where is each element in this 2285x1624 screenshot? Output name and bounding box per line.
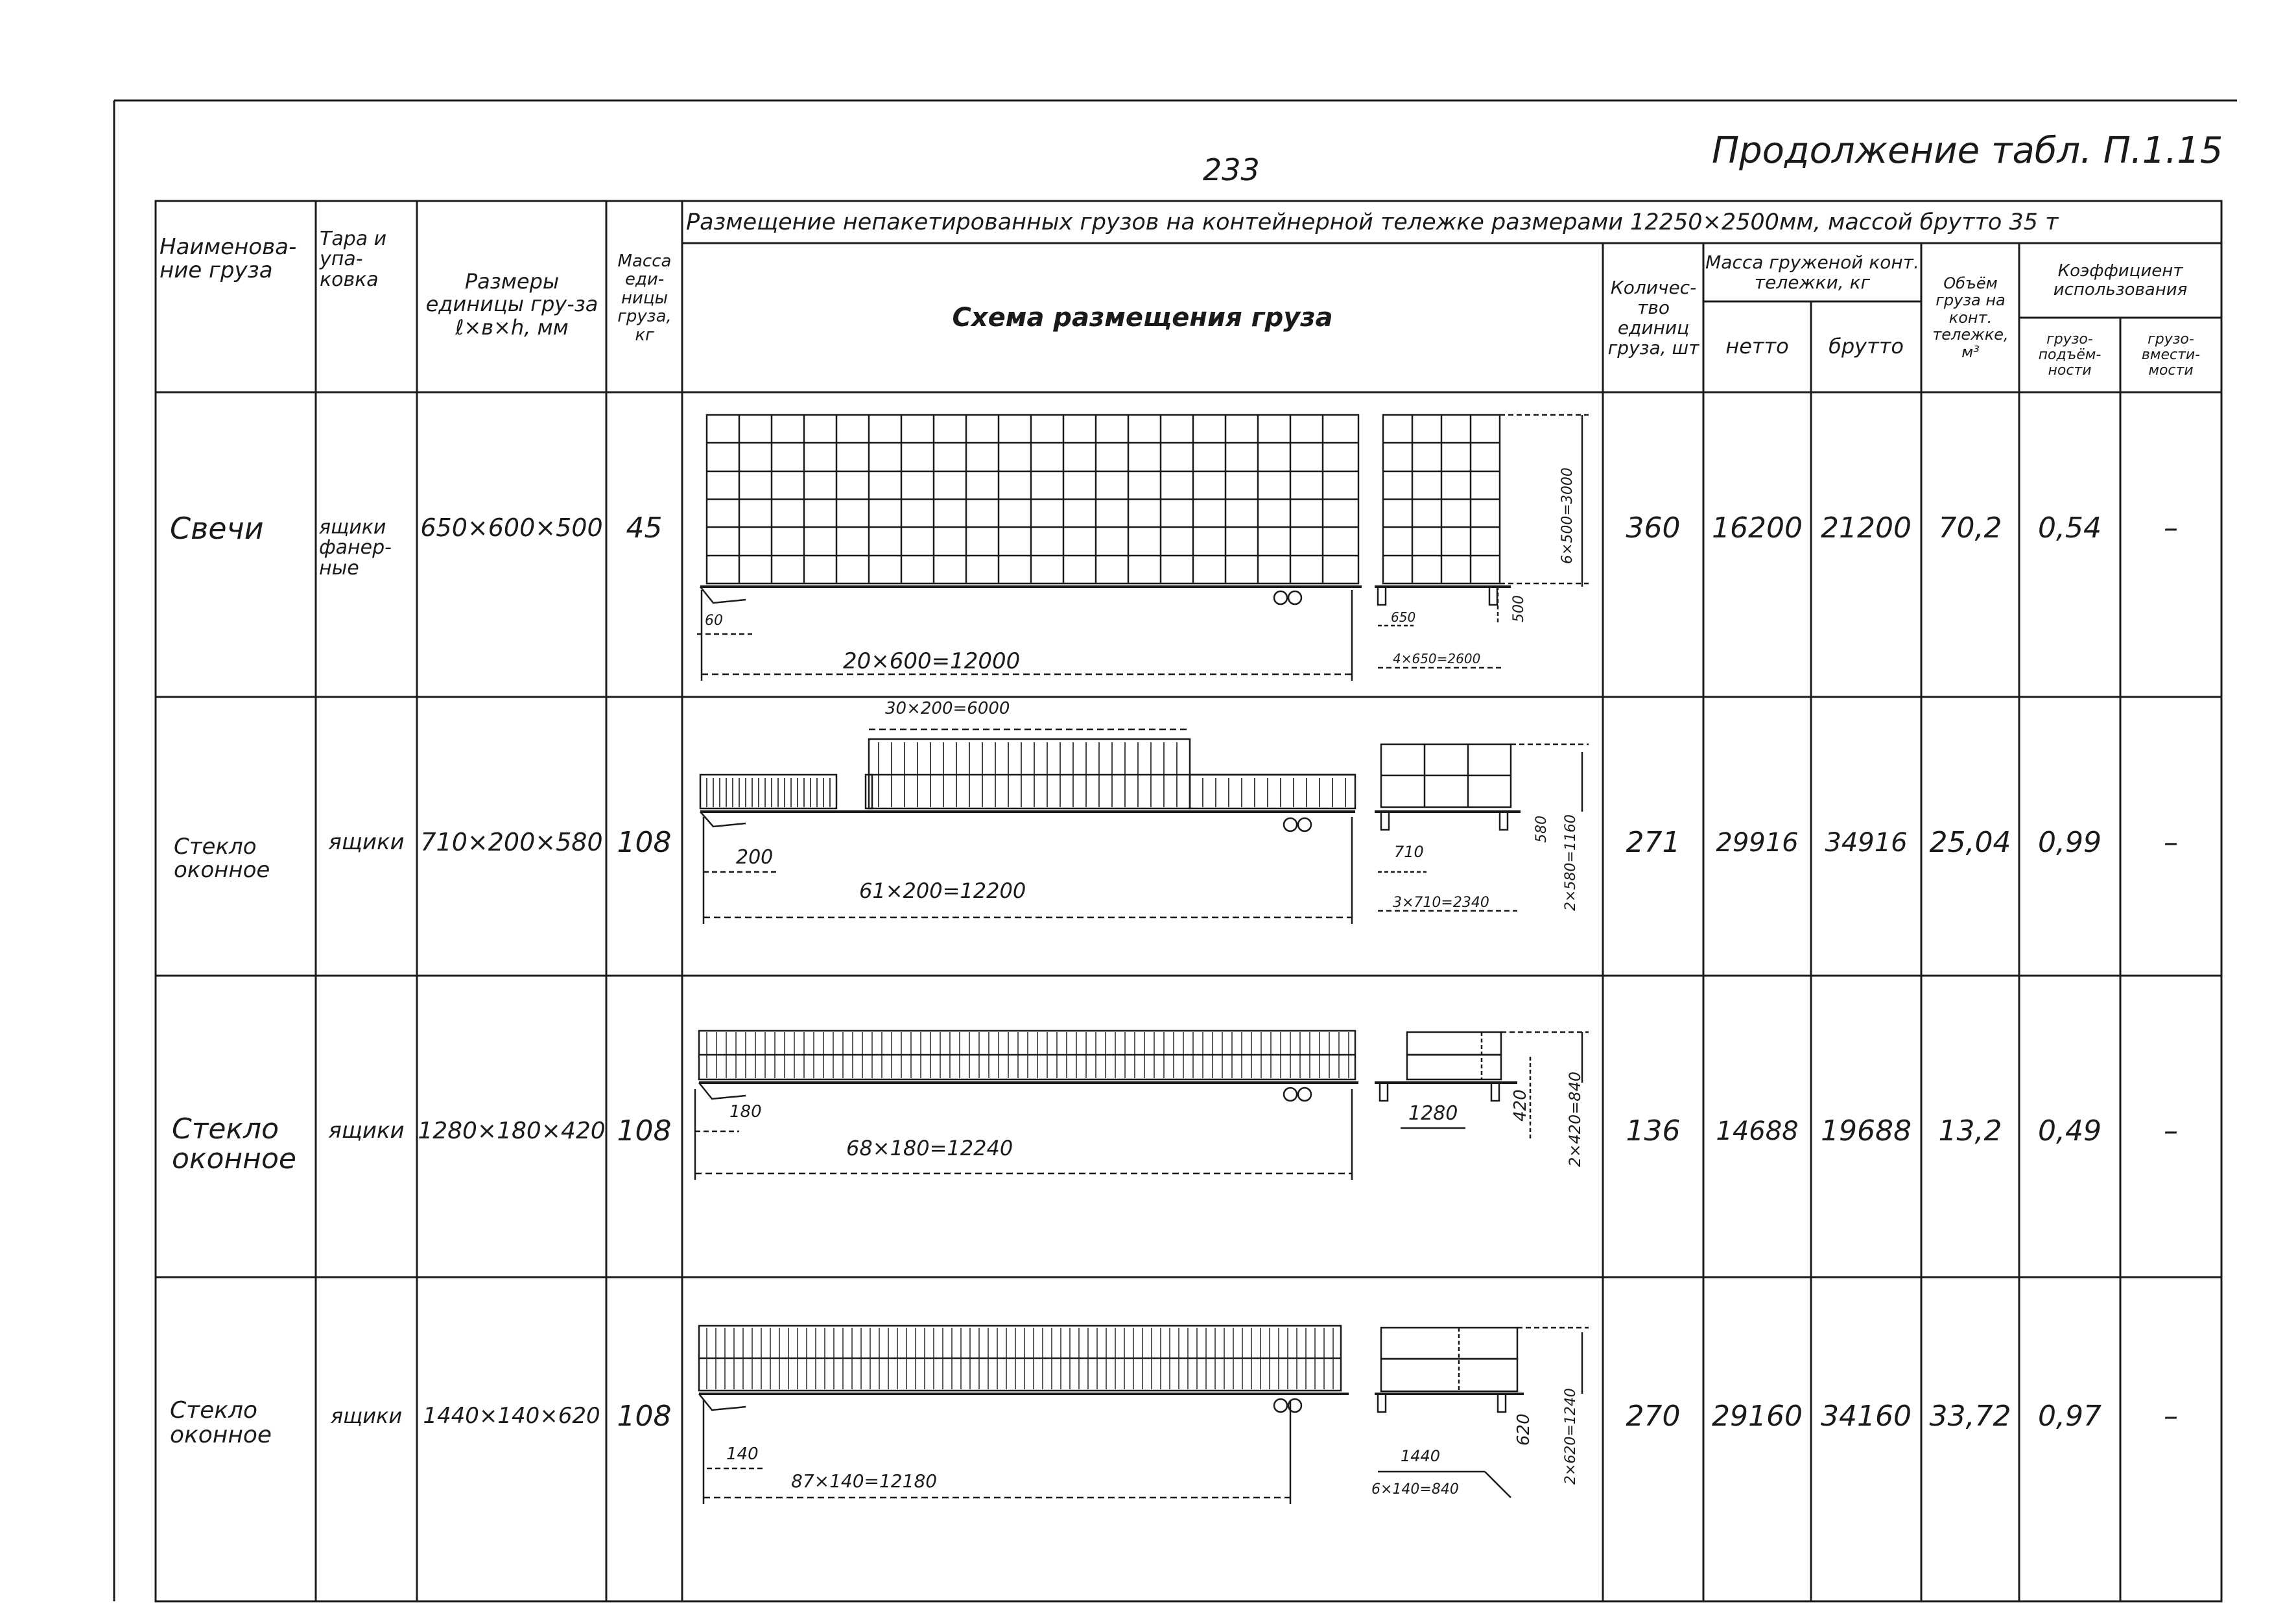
row1-size: 650×600×500 bbox=[420, 513, 603, 543]
table-continuation-label: Продолжение табл. П.1.15 bbox=[1712, 130, 2223, 172]
row2-dim-side-h: 2×580=1160 bbox=[1563, 814, 1579, 911]
row3-count: 136 bbox=[1626, 1114, 1681, 1147]
row3-coef-load: 0,49 bbox=[2038, 1114, 2101, 1147]
row2-dim-length: 61×200=12200 bbox=[859, 878, 1026, 903]
row1-mass: 45 bbox=[626, 511, 663, 545]
row2-volume: 25,04 bbox=[1929, 825, 2011, 859]
row4-size: 1440×140×620 bbox=[423, 1403, 600, 1430]
header-coef: Коэффициент использования bbox=[2053, 261, 2188, 300]
row1-volume: 70,2 bbox=[1938, 511, 2002, 545]
row2-name: Стекло оконное bbox=[174, 834, 270, 883]
row4-volume: 33,72 bbox=[1929, 1399, 2011, 1433]
row1-coef-space: – bbox=[2164, 511, 2178, 545]
row1-dim-side-h: 6×500=3000 bbox=[1559, 467, 1576, 564]
row2-count: 271 bbox=[1626, 825, 1681, 859]
row2-size: 710×200×580 bbox=[420, 828, 603, 857]
row3-volume: 13,2 bbox=[1938, 1114, 2002, 1147]
row4-coef-load: 0,97 bbox=[2038, 1399, 2101, 1433]
row2-netto: 29916 bbox=[1716, 828, 1799, 858]
row1-name: Свечи bbox=[170, 510, 264, 546]
row3-pack: ящики bbox=[328, 1118, 405, 1144]
header-mass: Масса еди-ницы груза, кг bbox=[617, 251, 672, 345]
row4-mass: 108 bbox=[617, 1399, 672, 1433]
row4-coef-space: – bbox=[2164, 1399, 2178, 1433]
row2-dim-left: 200 bbox=[736, 846, 774, 869]
row2-mass: 108 bbox=[617, 825, 672, 859]
row4-dim-side-lbl: 1440 bbox=[1401, 1447, 1441, 1465]
row2-dim-side-lbl: 710 bbox=[1394, 843, 1424, 861]
row1-count: 360 bbox=[1626, 511, 1681, 545]
row1-dim-side-small: 500 bbox=[1511, 595, 1527, 622]
row2-coef-space: – bbox=[2164, 825, 2178, 859]
header-pack: Тара и упа-ковка bbox=[320, 227, 387, 291]
header-brutto: брутто bbox=[1829, 334, 1904, 359]
row2-brutto: 34916 bbox=[1825, 828, 1908, 858]
header-cargo-mass: Масса груженой конт. тележки, кг bbox=[1705, 252, 1919, 293]
header-count: Количес-тво единиц груза, шт bbox=[1607, 277, 1699, 359]
header-section-title: Размещение непакетированных грузов на ко… bbox=[686, 209, 2059, 235]
row4-count: 270 bbox=[1626, 1399, 1681, 1433]
row4-dim-side-h: 2×620=1240 bbox=[1563, 1388, 1579, 1485]
row2-dim-side-w: 3×710=2340 bbox=[1393, 895, 1489, 911]
row3-name: Стекло оконное bbox=[172, 1112, 296, 1175]
row1-brutto: 21200 bbox=[1821, 511, 1912, 545]
row2-coef-load: 0,99 bbox=[2038, 825, 2101, 859]
row3-size: 1280×180×420 bbox=[418, 1118, 606, 1145]
row4-dim-length: 87×140=12180 bbox=[791, 1470, 938, 1492]
row3-brutto: 19688 bbox=[1821, 1114, 1912, 1147]
row3-dim-side-small: 420 bbox=[1511, 1089, 1530, 1122]
row3-dim-side-h: 2×420=840 bbox=[1566, 1071, 1584, 1167]
row3-coef-space: – bbox=[2164, 1114, 2178, 1147]
row2-pack: ящики bbox=[328, 829, 405, 856]
row4-name: Стекло оконное bbox=[170, 1397, 272, 1448]
row3-netto: 14688 bbox=[1716, 1116, 1799, 1146]
header-name: Наименова-ние груза bbox=[160, 234, 297, 283]
row3-dim-side-lbl: 1280 bbox=[1408, 1102, 1458, 1125]
row4-dim-side-w: 6×140=840 bbox=[1371, 1481, 1459, 1498]
page-number: 233 bbox=[1203, 152, 1260, 187]
row2-dim-top: 30×200=6000 bbox=[885, 699, 1010, 718]
header-netto: нетто bbox=[1725, 334, 1789, 359]
row4-netto: 29160 bbox=[1712, 1399, 1803, 1433]
row3-mass: 108 bbox=[617, 1114, 672, 1147]
row3-dim-length: 68×180=12240 bbox=[846, 1136, 1013, 1160]
header-coef-space: грузо-вмести-мости bbox=[2141, 331, 2201, 379]
header-size: Размеры единицы гру-за ℓ×в×h, мм bbox=[425, 269, 598, 340]
row1-dim-length: 20×600=12000 bbox=[843, 648, 1021, 674]
header-volume: Объём груза на конт. тележке, м³ bbox=[1932, 274, 2009, 361]
row1-netto: 16200 bbox=[1712, 511, 1803, 545]
row1-coef-load: 0,54 bbox=[2038, 511, 2101, 545]
row2-dim-side-small: 580 bbox=[1533, 816, 1550, 843]
row3-dim-left: 180 bbox=[729, 1102, 762, 1122]
row4-pack: ящики bbox=[330, 1404, 403, 1429]
row1-dim-left: 60 bbox=[705, 613, 723, 629]
row1-dim-side-w: 4×650=2600 bbox=[1393, 651, 1481, 666]
row1-dim-side-lbl: 650 bbox=[1391, 609, 1416, 625]
header-scheme: Схема размещения груза bbox=[952, 303, 1333, 333]
header-coef-load: грузо-подъём-ности bbox=[2038, 331, 2101, 379]
row4-dim-side-small: 620 bbox=[1514, 1413, 1533, 1446]
row4-dim-left: 140 bbox=[726, 1444, 759, 1464]
row1-pack: ящики фанер-ные bbox=[319, 515, 392, 580]
row4-brutto: 34160 bbox=[1821, 1399, 1912, 1433]
